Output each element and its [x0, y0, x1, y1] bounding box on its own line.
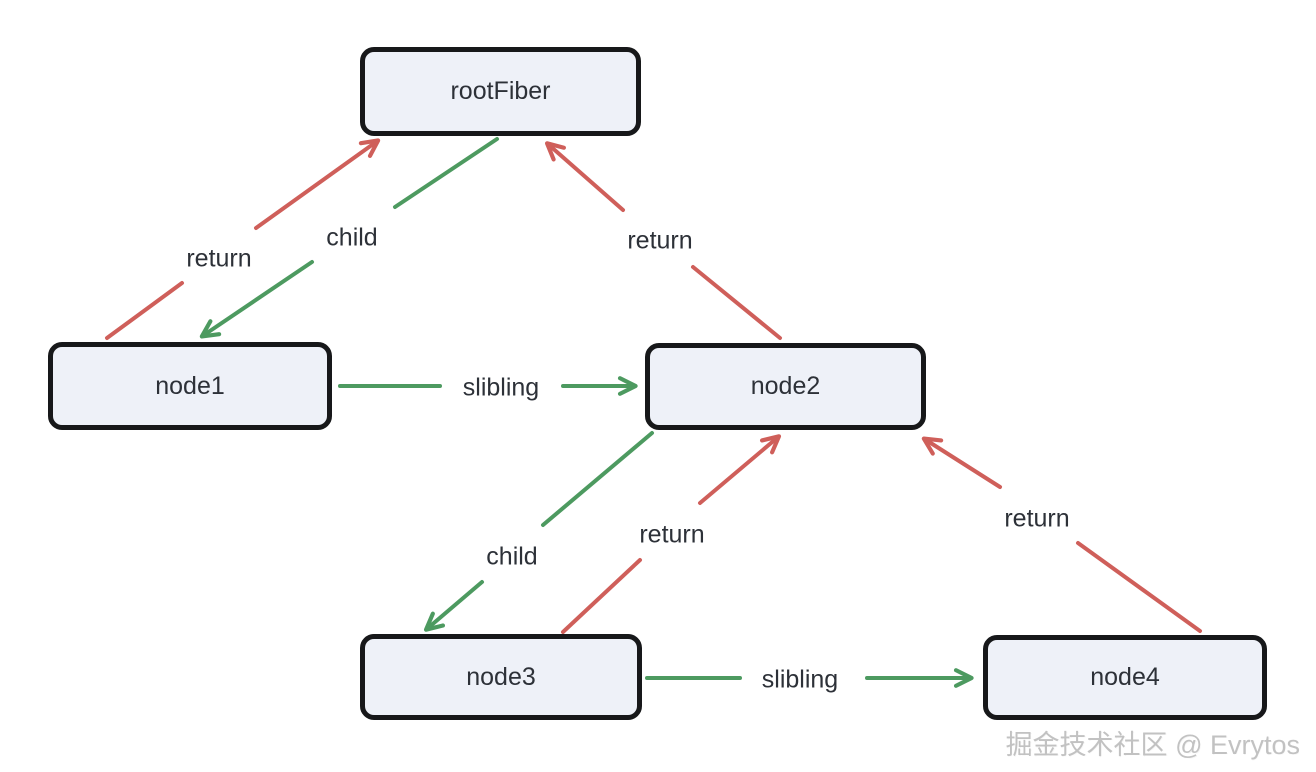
node-node2: node2 — [645, 343, 926, 430]
node-node1-label: node1 — [155, 371, 225, 400]
edge-child-node2-segment — [541, 431, 654, 527]
edge-return-node3-to-node2 — [561, 434, 782, 634]
watermark-text: 掘金技术社区 @ Evrytos — [1005, 730, 1300, 760]
edge-child-rootfiber-arrowhead-segment — [199, 260, 314, 339]
edge-return-node4-to-node2 — [921, 436, 1202, 633]
edge-return-node4-segment — [1076, 541, 1202, 633]
edge-return-node3-arrowhead-segment — [698, 434, 782, 505]
edge-return-node2-segment — [691, 265, 782, 340]
edge-return-node2-to-rootfiber — [544, 141, 782, 340]
edge-return-node3-segment — [561, 558, 642, 634]
edge-child-node2-to-node3 — [423, 431, 654, 632]
node-node3-label: node3 — [466, 662, 536, 691]
edge-child-rootfiber-segment — [393, 137, 499, 209]
edge-label-sibling-node1: slibling — [462, 373, 540, 402]
edge-child-node2-arrowhead-segment — [423, 580, 484, 632]
edge-label-return-node3: return — [639, 520, 705, 549]
node-node3: node3 — [360, 634, 642, 720]
edge-return-node1-arrowhead-segment — [254, 138, 381, 230]
edge-label-return-node2: return — [627, 226, 693, 255]
edge-return-node2-arrowhead-segment — [544, 141, 625, 212]
node-node4-label: node4 — [1090, 663, 1160, 691]
edge-label-return-node1: return — [186, 244, 252, 273]
edge-label-child-node2: child — [486, 542, 538, 571]
edge-return-node1-segment — [105, 281, 184, 340]
edge-label-child-rootfiber: child — [326, 223, 378, 252]
edge-label-return-node4: return — [1004, 504, 1070, 533]
node-node2-label: node2 — [750, 372, 821, 400]
node-node4: node4 — [983, 635, 1267, 720]
node-node1: node1 — [48, 342, 332, 430]
edge-child-rootfiber-to-node1 — [199, 137, 499, 339]
node-rootfiber: rootFiber — [360, 47, 641, 136]
edge-return-node4-arrowhead-segment — [921, 436, 1002, 489]
edge-label-sibling-node3: slibling — [761, 665, 839, 694]
node-rootfiber-label: rootFiber — [450, 77, 551, 105]
edge-return-node1-to-rootfiber — [105, 138, 381, 340]
